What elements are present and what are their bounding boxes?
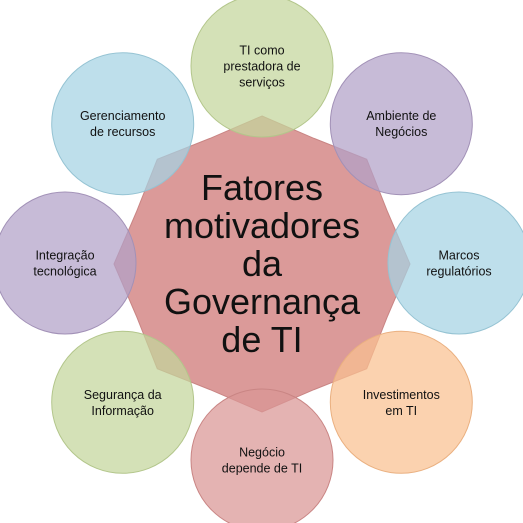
factor-label-line: Marcos	[439, 249, 480, 263]
factor-label-line: de recursos	[90, 125, 155, 139]
center-label-line: da	[242, 243, 283, 284]
factor-circle	[387, 191, 523, 335]
factor-label: Negócio depende de TI	[222, 446, 302, 476]
center-label-line: motivadores	[164, 205, 360, 246]
factor-label-line: Investimentos	[363, 388, 440, 402]
factor-label: TI como prestadora de serviços	[223, 44, 300, 90]
factor-label-line: Integração	[35, 249, 94, 263]
factor-circle	[0, 191, 137, 335]
factor-label-line: depende de TI	[222, 462, 302, 476]
factor-label: Integração tecnológica	[33, 249, 96, 279]
factor-label-line: regulatórios	[426, 265, 491, 279]
factor-label-line: TI como	[239, 44, 284, 58]
factor-label-line: tecnológica	[33, 265, 96, 279]
factor-circle	[190, 388, 334, 523]
factor-circle	[51, 52, 195, 196]
factor-label: Investimentos em TI	[363, 388, 440, 418]
factor-label-line: Segurança da	[84, 388, 162, 402]
factor-label-line: Informação	[91, 404, 154, 418]
center-label-line: Fatores	[201, 167, 323, 208]
factor-circle	[329, 52, 473, 196]
factor-label-line: Negócios	[375, 125, 427, 139]
factor-label-line: Ambiente de	[366, 109, 436, 123]
factor-circle	[190, 0, 334, 138]
factor-label-line: Negócio	[239, 446, 285, 460]
center-label-line: Governança	[164, 281, 361, 322]
factor-label: Segurança da Informação	[84, 388, 162, 418]
factor-circle	[329, 330, 473, 474]
factor-label: Marcos regulatórios	[426, 249, 491, 279]
factor-label: Ambiente de Negócios	[366, 109, 436, 139]
factor-label: Gerenciamento de recursos	[80, 109, 166, 139]
factor-label-line: prestadora de	[223, 60, 300, 74]
factor-label-line: em TI	[385, 404, 417, 418]
factor-label-line: serviços	[239, 76, 285, 90]
factor-circle	[51, 330, 195, 474]
factor-label-line: Gerenciamento	[80, 109, 166, 123]
center-label-line: de TI	[221, 319, 302, 360]
